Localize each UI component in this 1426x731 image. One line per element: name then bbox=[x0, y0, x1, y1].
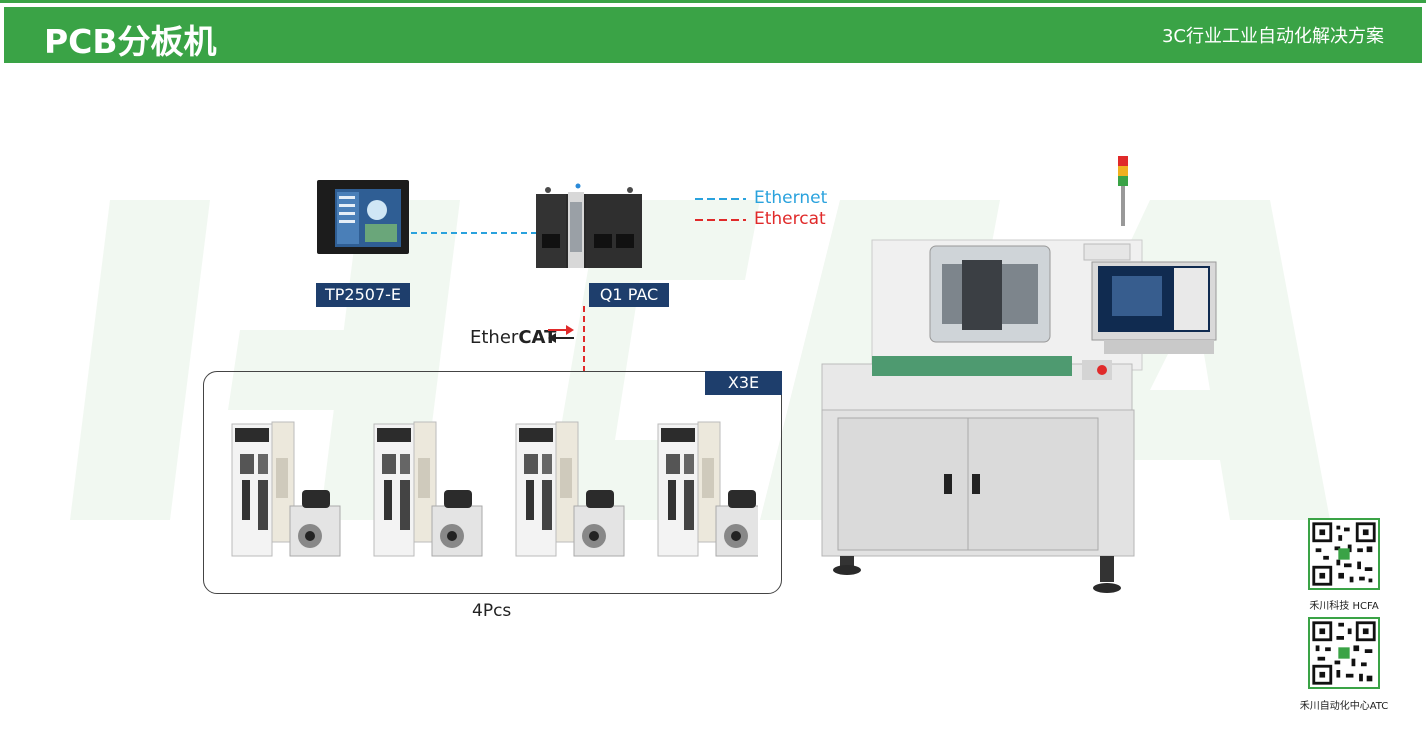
ethercat-arrows-icon bbox=[548, 325, 574, 343]
hmi-panel-icon bbox=[317, 180, 409, 254]
header-top-line bbox=[0, 0, 1426, 3]
legend-ethercat: Ethercat bbox=[754, 209, 826, 229]
servo-group-label: X3E bbox=[705, 371, 782, 395]
qr-code-icon bbox=[1308, 518, 1380, 590]
legend-ethernet: Ethernet bbox=[754, 188, 828, 208]
page-subtitle: 3C行业工业自动化解决方案 bbox=[1161, 26, 1384, 47]
page-title: PCB分板机 bbox=[44, 22, 217, 61]
qr-caption-hcfa: 禾川科技 HCFA bbox=[1309, 601, 1379, 612]
ethercat-logo: EtherCAT bbox=[470, 327, 556, 348]
servo-drive-icon bbox=[515, 421, 625, 557]
servo-drive-icon bbox=[657, 421, 758, 557]
header-bar: PCB分板机 3C行业工业自动化解决方案 bbox=[4, 7, 1422, 63]
qr-code-icon bbox=[1308, 617, 1380, 689]
servo-drive-icon bbox=[231, 421, 341, 557]
pac-controller-icon bbox=[536, 183, 642, 268]
servo-units bbox=[231, 421, 758, 557]
servo-quantity: 4Pcs bbox=[472, 601, 512, 621]
hmi-label: TP2507-E bbox=[316, 283, 410, 307]
servo-drive-icon bbox=[373, 421, 483, 557]
servo-group-frame bbox=[203, 371, 782, 594]
pac-label: Q1 PAC bbox=[589, 283, 669, 307]
ethercat-logo-part2: CAT bbox=[518, 327, 557, 348]
qr-caption-atc: 禾川自动化中心ATC bbox=[1299, 701, 1389, 712]
ethercat-logo-part1: Ether bbox=[470, 327, 519, 348]
pcb-depaneling-machine-icon bbox=[821, 156, 1217, 593]
